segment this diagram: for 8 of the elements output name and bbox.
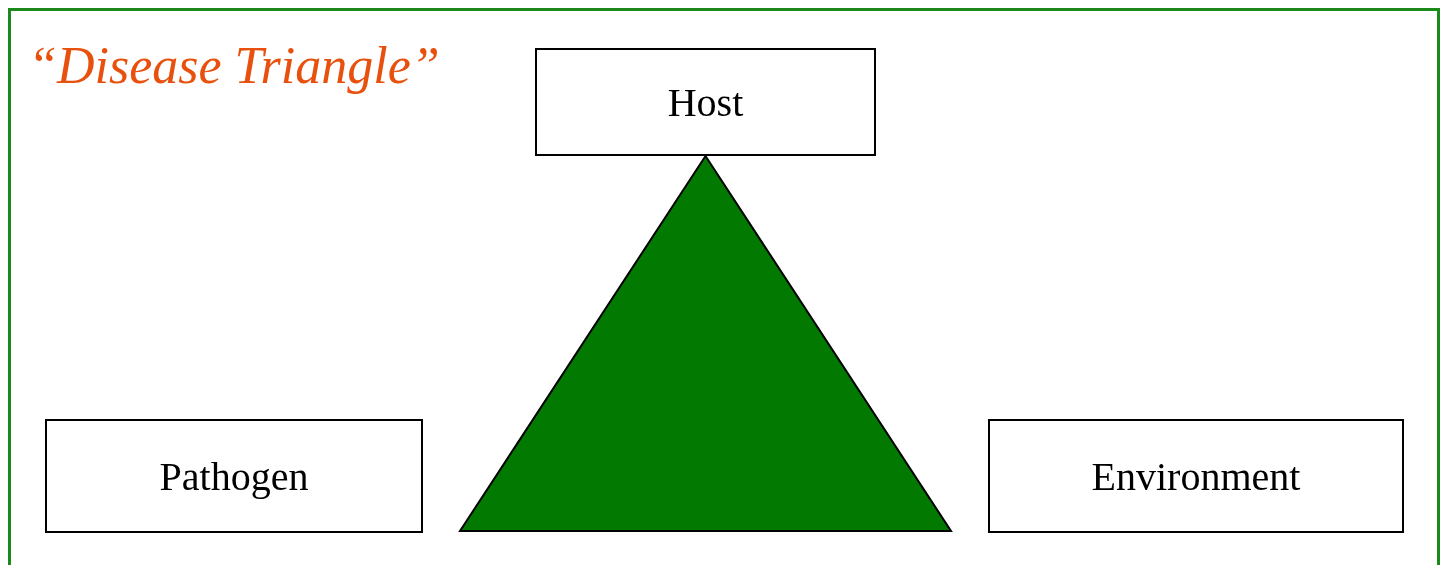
label-box [535,48,876,156]
label-box [45,419,423,533]
title: “Disease Triangle” [28,36,440,95]
box-label: Host [667,78,744,126]
box-label: Pathogen [159,452,309,500]
triangle-shape [460,156,951,531]
label-box [988,419,1404,533]
box-label: Environment [1091,452,1301,500]
